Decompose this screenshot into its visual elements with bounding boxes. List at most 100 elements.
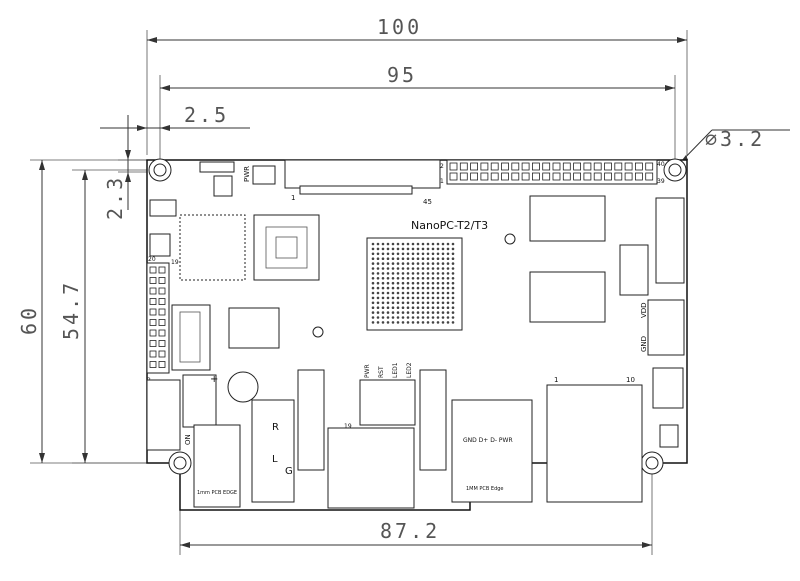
gpio-pin <box>645 162 654 171</box>
lcd-connector <box>284 159 441 195</box>
soc-ball <box>421 306 425 310</box>
gpio-pin <box>511 162 520 171</box>
soc-ball <box>381 316 385 319</box>
soc-ball <box>436 281 440 285</box>
soc-ball <box>431 247 435 251</box>
soc-ball <box>421 311 425 314</box>
soc-ball <box>421 267 425 270</box>
soc-ball <box>426 277 430 280</box>
soc-ball <box>426 257 430 261</box>
gpio-pin <box>562 172 571 181</box>
soc-ball <box>406 242 410 246</box>
camera-connector <box>171 304 211 371</box>
soc-ball <box>386 301 390 305</box>
debug-pin <box>158 298 166 305</box>
vdd-header <box>647 299 685 356</box>
soc-ball <box>371 242 375 246</box>
soc-ball <box>431 291 435 295</box>
soc-ball <box>426 242 430 246</box>
gpio-pin <box>573 172 581 181</box>
soc-ball <box>416 321 420 324</box>
fiducial <box>312 326 324 338</box>
soc-ball <box>426 306 430 310</box>
soc-ball <box>406 281 410 285</box>
soc-ball <box>411 247 415 251</box>
debug-pin <box>149 287 157 295</box>
soc-ball <box>391 321 395 324</box>
soc-ball <box>441 286 445 290</box>
gpio-pin <box>614 162 623 171</box>
debug-pin <box>149 350 157 358</box>
soc-ball <box>446 286 450 290</box>
soc-ball <box>391 247 395 251</box>
soc-ball <box>381 291 385 295</box>
soc-ball <box>411 242 415 246</box>
soc-ball <box>396 242 400 246</box>
led-label-pwr: PWR <box>364 364 371 378</box>
soc-ball <box>371 247 375 251</box>
gpio-pin <box>624 172 633 181</box>
gpio-pin <box>521 162 530 171</box>
soc-ball <box>411 262 415 265</box>
soc-ball <box>416 252 420 256</box>
soc-ball <box>436 291 440 295</box>
soc-ball <box>381 301 385 305</box>
soc-ball <box>441 306 445 310</box>
soc-ball <box>391 301 395 305</box>
soc-ball <box>386 321 390 324</box>
soc-ball <box>386 252 390 256</box>
soc-ball <box>436 316 440 319</box>
soc-ball <box>446 281 450 285</box>
soc-ball <box>436 242 440 246</box>
audio-g-label: G <box>285 466 293 477</box>
dim-hole-edge-offset: 2.5 <box>184 103 229 127</box>
soc-ball <box>386 296 390 300</box>
soc-ball <box>421 252 425 256</box>
audio-chip <box>228 307 280 349</box>
gpio-pin <box>459 162 468 171</box>
led-label-led1: LED1 <box>392 362 399 378</box>
soc-ball <box>436 252 440 256</box>
soc-ball <box>441 257 445 261</box>
gpio-pin <box>645 172 654 181</box>
soc-ball <box>396 252 400 256</box>
soc-ball <box>406 296 410 300</box>
debug-pin <box>149 319 157 326</box>
debug-pin <box>158 361 166 368</box>
soc-ball <box>386 281 390 285</box>
gpio-pin <box>552 162 561 171</box>
soc-ball <box>396 306 400 310</box>
soc-ball <box>401 257 405 261</box>
soc-ball <box>396 267 400 270</box>
gpio-pin <box>573 162 581 171</box>
soc-ball <box>436 301 440 305</box>
soc-ball <box>426 267 430 270</box>
soc-ball <box>441 316 445 319</box>
camera-connector-inner <box>179 311 201 363</box>
soc-ball <box>406 291 410 295</box>
soc-ball <box>441 262 445 265</box>
soc-ball <box>431 252 435 256</box>
soc-ball <box>451 321 455 324</box>
soc-ball <box>386 257 390 261</box>
gpio-pin <box>490 172 499 181</box>
audio-r-label: R <box>272 422 279 433</box>
soc-ball <box>411 321 415 324</box>
buzzer <box>227 371 259 403</box>
soc-ball <box>436 321 440 324</box>
fiducial-2 <box>504 233 516 245</box>
soc-ball <box>441 321 445 324</box>
soc-ball <box>406 301 410 305</box>
soc-ball <box>391 272 395 275</box>
soc-ball <box>381 311 385 314</box>
soc-ball <box>436 311 440 314</box>
debug-pin <box>149 329 157 337</box>
soc-ball <box>376 242 380 246</box>
soc-ball <box>416 311 420 314</box>
gpio-pin <box>604 172 612 181</box>
power-switch <box>146 379 181 451</box>
gpio-pin <box>583 172 592 181</box>
usb-pin-labels: GND D+ D- PWR <box>463 437 513 444</box>
soc-ball <box>416 277 420 280</box>
soc-ball <box>396 247 400 251</box>
